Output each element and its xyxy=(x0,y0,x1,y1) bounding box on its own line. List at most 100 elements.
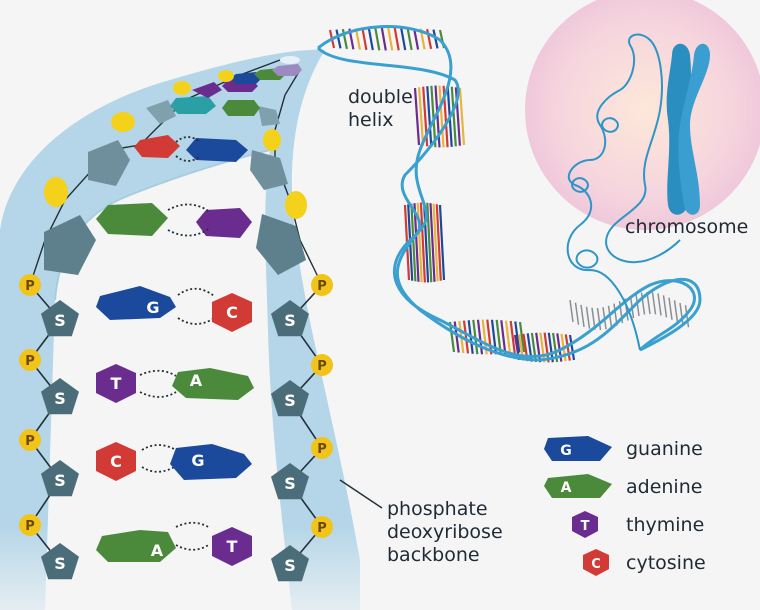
sugar-pentagon xyxy=(271,463,309,500)
legend-letter-thymine: T xyxy=(581,519,590,534)
sugar-label: S xyxy=(54,389,66,408)
helix-rung-grey xyxy=(668,297,673,320)
phosphate-label: P xyxy=(25,434,35,449)
phosphate-label: P xyxy=(25,519,35,534)
phosphate-label: P xyxy=(25,354,35,369)
helix-rung xyxy=(486,319,493,355)
backbone-label: phosphate deoxyribose backbone xyxy=(387,498,503,567)
helix-rung xyxy=(361,27,368,51)
legend-adenine-name: adenine xyxy=(626,476,703,498)
helix-rung xyxy=(426,86,433,147)
helix-rung-grey xyxy=(596,307,602,331)
backbone-ribbon xyxy=(0,49,360,610)
base-letter-thymine: T xyxy=(111,374,122,393)
adenine-shape xyxy=(96,530,176,562)
helix-rung-grey xyxy=(569,299,574,323)
chromatin-strand xyxy=(566,33,681,351)
helix-rung xyxy=(354,28,361,50)
helix-rung xyxy=(426,202,433,283)
helix-strand-b xyxy=(316,46,696,359)
phosphate-circle xyxy=(311,516,333,538)
legend-cytosine-shape xyxy=(583,549,609,576)
helix-rung xyxy=(432,29,439,49)
cytosine-shape xyxy=(212,293,252,332)
helix-rung xyxy=(419,202,426,283)
double-helix-label: double helix xyxy=(348,86,413,132)
sugar-pentagon xyxy=(271,300,309,337)
helix-rung xyxy=(500,320,507,354)
helix-rungs xyxy=(328,27,690,363)
helix-rung xyxy=(418,87,425,146)
sugar-pentagon xyxy=(41,460,79,497)
legend-letter-guanine: G xyxy=(560,443,572,459)
helix-rung xyxy=(430,85,437,148)
sugar-pentagon xyxy=(271,545,309,582)
base-letter-adenine: A xyxy=(190,371,203,390)
helix-rung xyxy=(504,320,512,354)
phosphate-label: P xyxy=(317,279,327,294)
cytosine-shape xyxy=(96,442,136,481)
backbone-pointer-line xyxy=(339,479,383,509)
sugar-label: S xyxy=(284,556,296,575)
helix-rung xyxy=(413,87,421,146)
base-letter-guanine: G xyxy=(146,298,159,317)
helix-rung-grey xyxy=(585,306,591,329)
helix-rung xyxy=(509,320,516,354)
thymine-shape xyxy=(96,364,136,403)
base-letter-guanine: G xyxy=(191,451,204,470)
helix-rung xyxy=(438,204,446,281)
legend-guanine-name: guanine xyxy=(626,438,703,460)
phosphate-circle xyxy=(19,514,41,536)
base-letter-cytosine: C xyxy=(226,303,238,322)
legend-adenine-shape xyxy=(544,474,612,498)
helix-rung xyxy=(393,27,400,51)
helix-rung xyxy=(432,203,439,282)
helix-rung xyxy=(568,334,576,361)
phosphate-circle xyxy=(19,274,41,296)
helix-rung xyxy=(380,27,387,51)
base-letter-cytosine: C xyxy=(110,452,122,471)
helix-rung xyxy=(539,332,546,363)
helix-rung-grey xyxy=(651,292,657,315)
helix-rung xyxy=(462,320,470,354)
helix-rung xyxy=(406,27,413,51)
chromatin-coil xyxy=(571,117,619,269)
helix-rung-grey xyxy=(657,293,662,316)
sugar-label: S xyxy=(284,474,296,493)
base-pairs: G C T A C G A T xyxy=(96,286,254,566)
phosphate-circle xyxy=(311,437,333,459)
double-helix-label-line2: helix xyxy=(348,109,394,131)
helix-rung-grey xyxy=(574,302,580,325)
backbone-label-line2: deoxyribose xyxy=(387,521,503,543)
helix-rung-grey xyxy=(673,300,679,323)
sugar-label: S xyxy=(284,391,296,410)
sugar-label: S xyxy=(54,554,66,573)
backbone-label-line3: backbone xyxy=(387,544,480,566)
guanine-shape xyxy=(96,286,176,320)
helix-rung xyxy=(435,204,442,281)
helix-rung xyxy=(518,321,526,353)
phosphate-label: P xyxy=(25,279,35,294)
sugar-pentagon xyxy=(41,300,79,337)
legend-letter-cytosine: C xyxy=(591,557,601,572)
phosphate-circle xyxy=(19,429,41,451)
helix-rung xyxy=(413,203,420,282)
helix-rung xyxy=(413,28,420,50)
adenine-shape xyxy=(172,368,254,400)
legend-guanine-shape xyxy=(544,436,612,461)
chromosome xyxy=(666,43,710,215)
helix-rung xyxy=(400,27,407,51)
legend-thymine-name: thymine xyxy=(626,514,705,536)
sugar-label: S xyxy=(54,311,66,330)
phosphate-label: P xyxy=(317,521,327,536)
helix-rung xyxy=(458,87,466,146)
double-helix-label-line1: double xyxy=(348,86,413,108)
guanine-shape xyxy=(170,444,252,480)
sugar-pentagon xyxy=(41,378,79,415)
thymine-shape xyxy=(212,527,252,566)
sugar-label: S xyxy=(284,311,296,330)
helix-rung-grey xyxy=(580,304,585,328)
helix-rung-grey xyxy=(662,295,668,318)
hydrogen-bonds xyxy=(139,136,215,551)
